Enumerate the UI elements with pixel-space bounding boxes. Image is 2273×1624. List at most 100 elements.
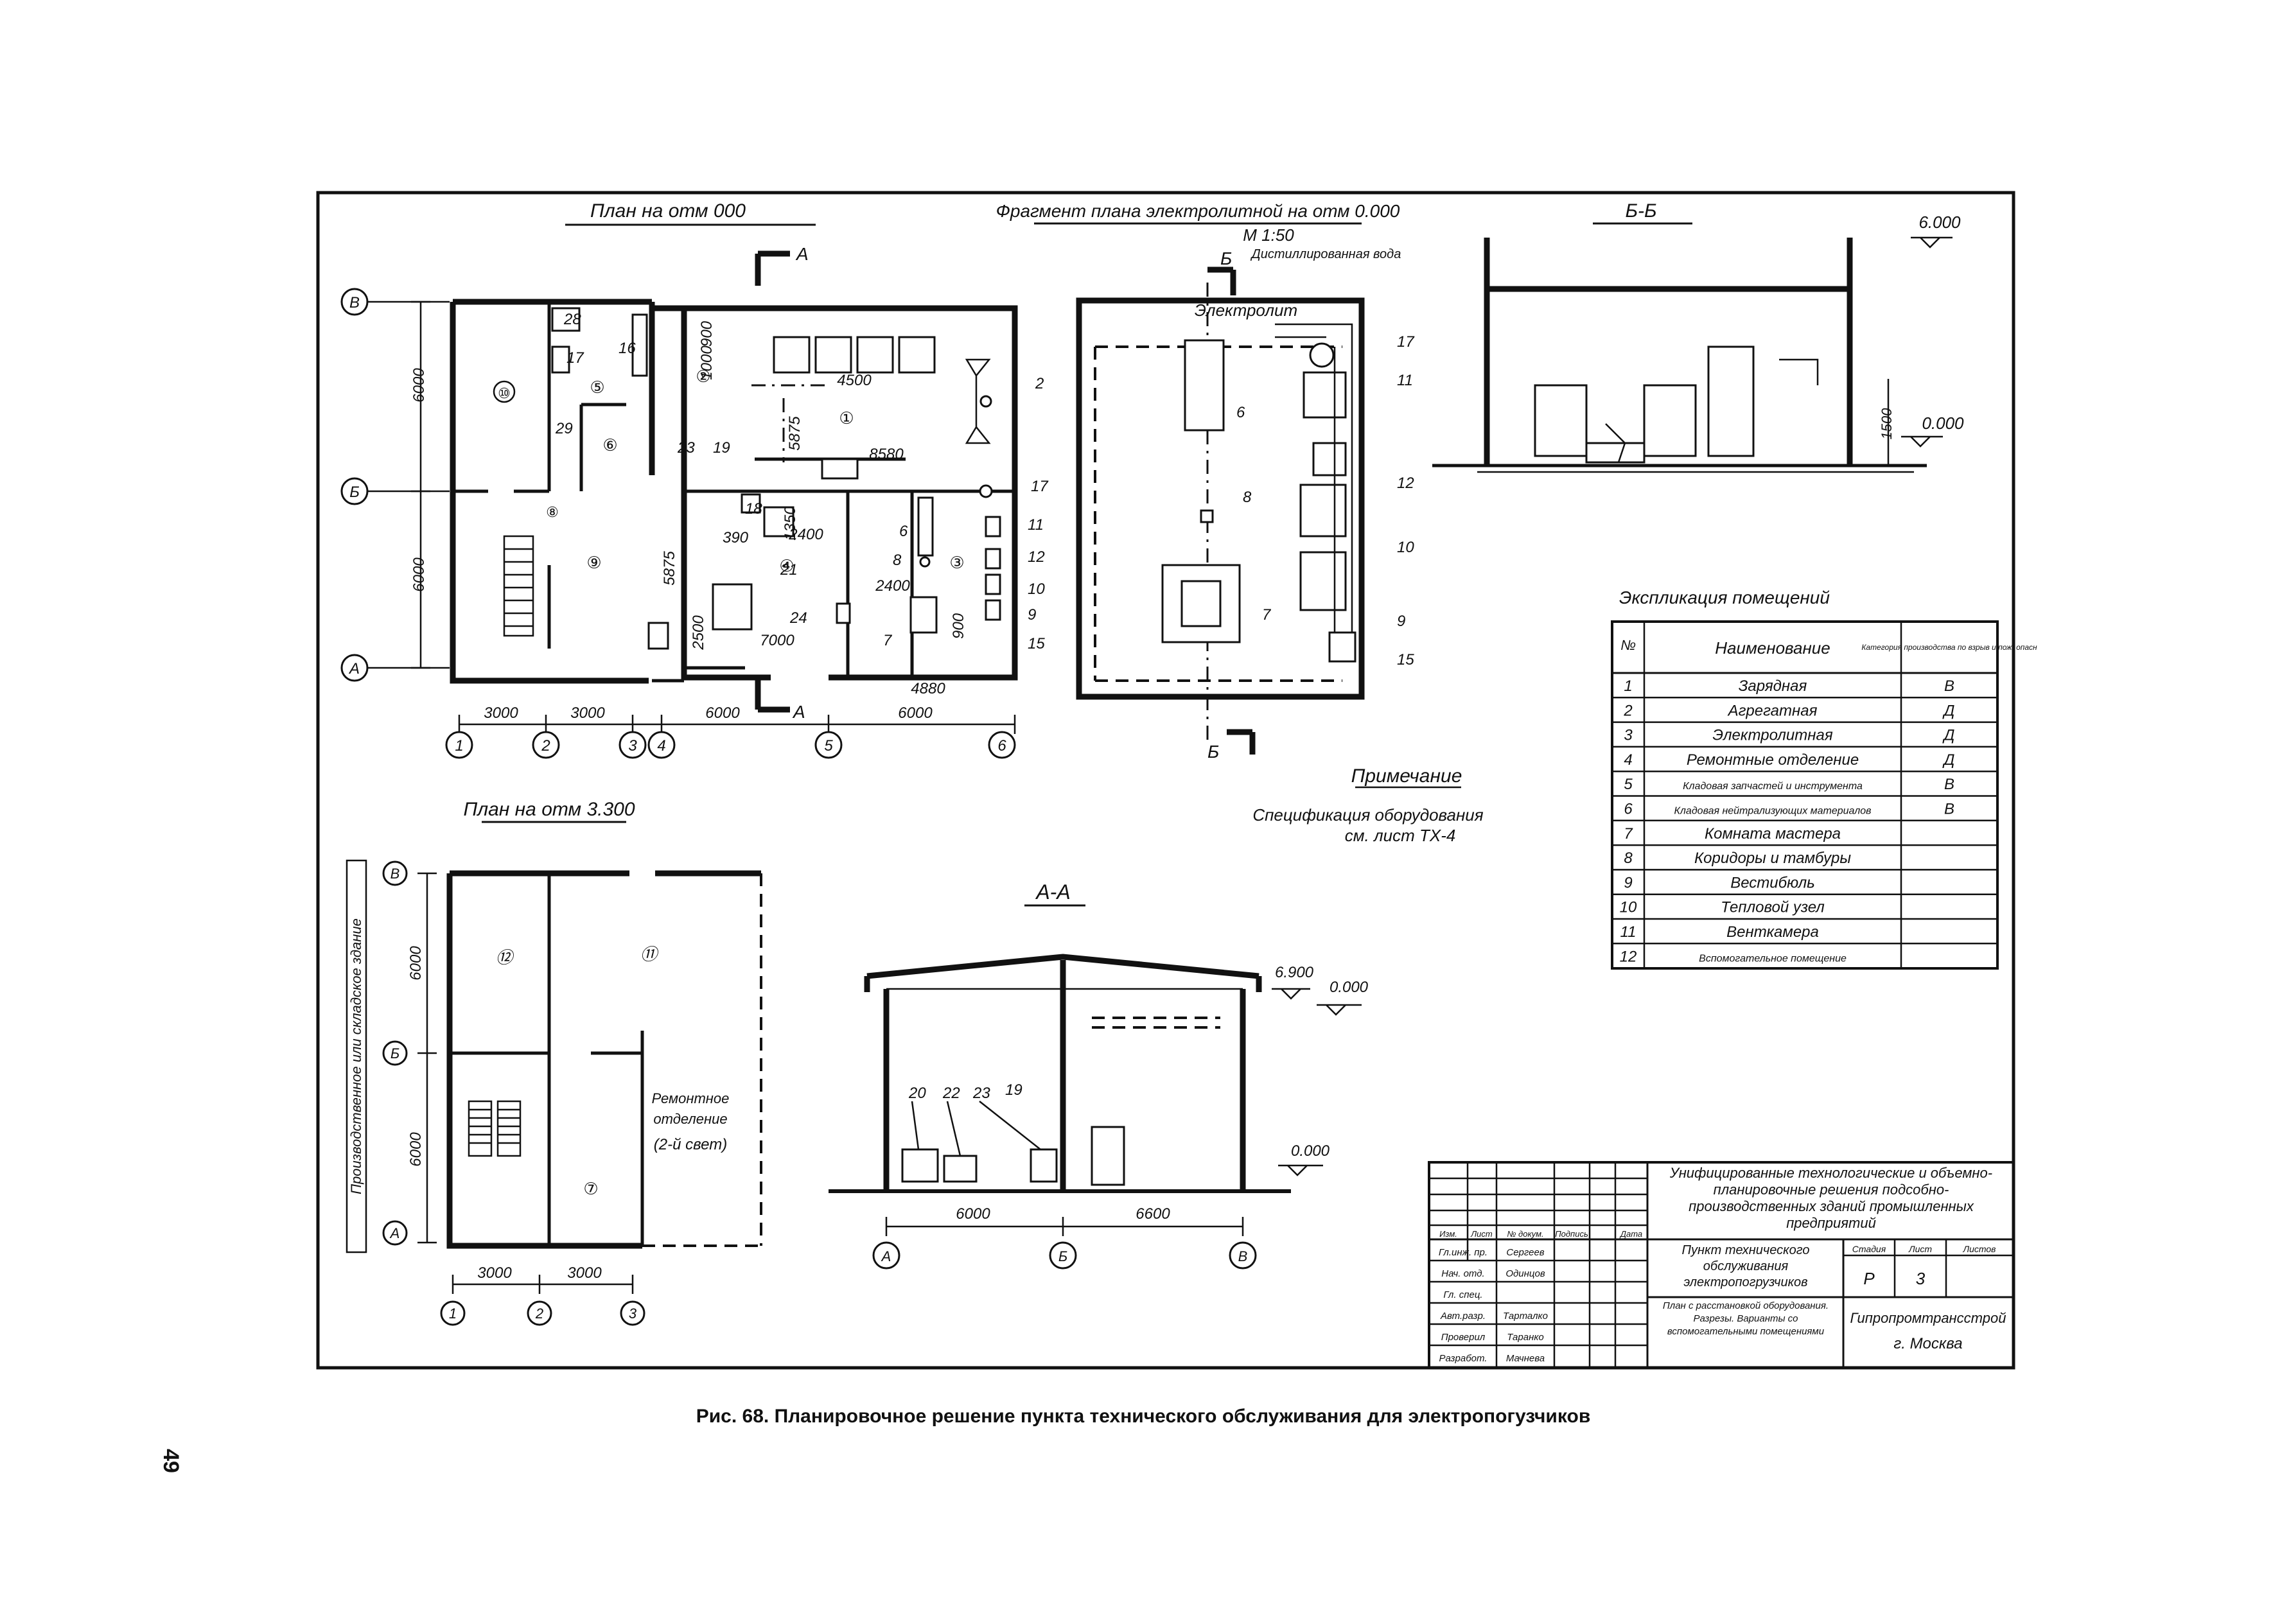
table-cell-name: Комната мастера <box>1705 825 1841 843</box>
svg-text:9: 9 <box>1397 613 1405 630</box>
stamp-sheet-title: Пункт технического обслуживания электроп… <box>1681 1243 1810 1289</box>
table-cell-category: Д <box>1942 751 1955 769</box>
svg-text:А: А <box>795 244 809 264</box>
svg-text:А: А <box>881 1248 891 1264</box>
svg-text:6000: 6000 <box>705 704 740 722</box>
svg-text:⑥: ⑥ <box>602 435 617 455</box>
svg-text:А: А <box>792 702 805 722</box>
svg-text:2: 2 <box>541 737 550 755</box>
svg-text:1350: 1350 <box>782 506 799 541</box>
table-cell-number: 1 <box>1624 677 1632 695</box>
svg-text:Б: Б <box>1207 742 1219 762</box>
svg-text:18: 18 <box>745 500 762 518</box>
svg-text:12: 12 <box>1028 548 1045 566</box>
table-cell-number: 3 <box>1624 727 1633 744</box>
explication-table: Экспликация помещений № Наименование Кат… <box>1611 588 2037 970</box>
svg-text:М 1:50: М 1:50 <box>1243 225 1294 245</box>
table-cell-category: В <box>1944 801 1954 818</box>
svg-text:21: 21 <box>780 561 798 579</box>
svg-text:2400: 2400 <box>788 526 823 543</box>
svg-text:390: 390 <box>723 529 749 546</box>
svg-text:15: 15 <box>1028 635 1045 652</box>
plan-000-axis-bubbles: В Б А 1 2 3 4 5 6 <box>340 288 1016 759</box>
svg-text:Б: Б <box>1058 1248 1067 1264</box>
stamp-person: Тарталко <box>1503 1311 1548 1322</box>
svg-text:Р: Р <box>1863 1269 1875 1288</box>
svg-text:6.000: 6.000 <box>1918 213 1961 232</box>
table-cell-number: 12 <box>1620 948 1637 965</box>
svg-text:900: 900 <box>950 613 967 639</box>
stamp-role: Разработ. <box>1439 1353 1488 1364</box>
svg-text:1: 1 <box>449 1305 457 1322</box>
svg-text:Спецификация оборудования: Спецификация оборудования <box>1252 805 1483 825</box>
svg-text:6.900: 6.900 <box>1275 964 1314 981</box>
stamp-header-cell: № докум. <box>1507 1229 1543 1239</box>
table-cell-name: Агрегатная <box>1727 702 1818 719</box>
svg-text:3000: 3000 <box>477 1264 512 1282</box>
stamp-role: Нач. отд. <box>1441 1268 1484 1279</box>
svg-text:Электролит: Электролит <box>1195 301 1297 320</box>
svg-text:А-А: А-А <box>1035 880 1070 904</box>
svg-text:Б: Б <box>391 1045 399 1061</box>
svg-text:Производственное или складское: Производственное или складское здание <box>348 918 364 1194</box>
svg-text:③: ③ <box>949 553 964 572</box>
svg-text:11: 11 <box>1397 372 1413 389</box>
svg-text:2: 2 <box>1035 375 1044 392</box>
svg-text:Гипропромтрансстрой: Гипропромтрансстрой <box>1850 1310 2006 1326</box>
svg-text:0.000: 0.000 <box>1330 979 1369 996</box>
svg-text:6000: 6000 <box>410 368 428 403</box>
svg-text:см. лист ТХ-4: см. лист ТХ-4 <box>1345 826 1456 845</box>
svg-text:1: 1 <box>455 737 463 755</box>
svg-text:Дистиллированная вода: Дистиллированная вода <box>1251 247 1401 261</box>
table-cell-name: Ремонтные отделение <box>1687 751 1859 769</box>
svg-text:5875: 5875 <box>661 551 678 586</box>
svg-text:11: 11 <box>1028 516 1044 534</box>
section-bb: Б-Б 1500 6.000 0.000 <box>1432 200 1964 473</box>
table-cell-number: 2 <box>1623 702 1632 719</box>
svg-text:3: 3 <box>1916 1269 1926 1288</box>
table-cell-number: 5 <box>1624 776 1633 793</box>
table-cell-name: Тепловой узел <box>1721 899 1825 916</box>
stamp-header-cell: Изм. <box>1439 1229 1457 1239</box>
figure-caption: Рис. 68. Планировочное решение пункта те… <box>696 1406 1591 1427</box>
svg-text:24: 24 <box>789 609 807 627</box>
stamp-person: Сергеев <box>1506 1247 1544 1258</box>
svg-text:6000: 6000 <box>956 1205 990 1223</box>
stamp-person: Одинцов <box>1505 1268 1545 1279</box>
svg-text:23: 23 <box>677 439 695 457</box>
plan-000: План на отм 000 <box>340 200 1049 759</box>
svg-text:6600: 6600 <box>1136 1205 1170 1223</box>
svg-text:22: 22 <box>942 1085 960 1102</box>
svg-text:Б-Б: Б-Б <box>1625 200 1656 222</box>
svg-text:8580: 8580 <box>869 446 904 463</box>
table-cell-name: Коридоры и тамбуры <box>1694 850 1851 867</box>
plan-000-title: План на отм 000 <box>590 200 746 222</box>
svg-text:⑨: ⑨ <box>586 553 601 572</box>
svg-text:Листов: Листов <box>1963 1244 1996 1254</box>
svg-text:⑤: ⑤ <box>590 378 604 397</box>
stamp-role: Гл. спец. <box>1443 1289 1482 1300</box>
svg-text:Ремонтное: Ремонтное <box>652 1090 730 1106</box>
svg-text:6: 6 <box>1236 404 1245 421</box>
svg-text:17: 17 <box>566 349 584 367</box>
svg-text:г. Москва: г. Москва <box>1893 1335 1962 1352</box>
table-cell-category: Д <box>1942 702 1955 719</box>
svg-text:2: 2 <box>535 1305 543 1322</box>
svg-text:7: 7 <box>883 632 893 649</box>
svg-text:В: В <box>391 866 400 882</box>
page-number: 49 <box>159 1449 183 1473</box>
plan-3300: План на отм 3.300 Производственное или с… <box>346 799 762 1326</box>
svg-text:8: 8 <box>893 552 902 569</box>
svg-text:⑧: ⑧ <box>546 504 559 520</box>
stamp-header-cell: Лист <box>1470 1229 1493 1239</box>
table-cell-number: 11 <box>1620 923 1637 941</box>
svg-text:15: 15 <box>1397 651 1414 668</box>
svg-text:④: ④ <box>779 556 794 575</box>
svg-text:6000: 6000 <box>407 946 425 981</box>
svg-text:А: А <box>389 1225 400 1241</box>
table-cell-number: 9 <box>1624 874 1632 891</box>
table-cell-number: 7 <box>1624 825 1633 843</box>
